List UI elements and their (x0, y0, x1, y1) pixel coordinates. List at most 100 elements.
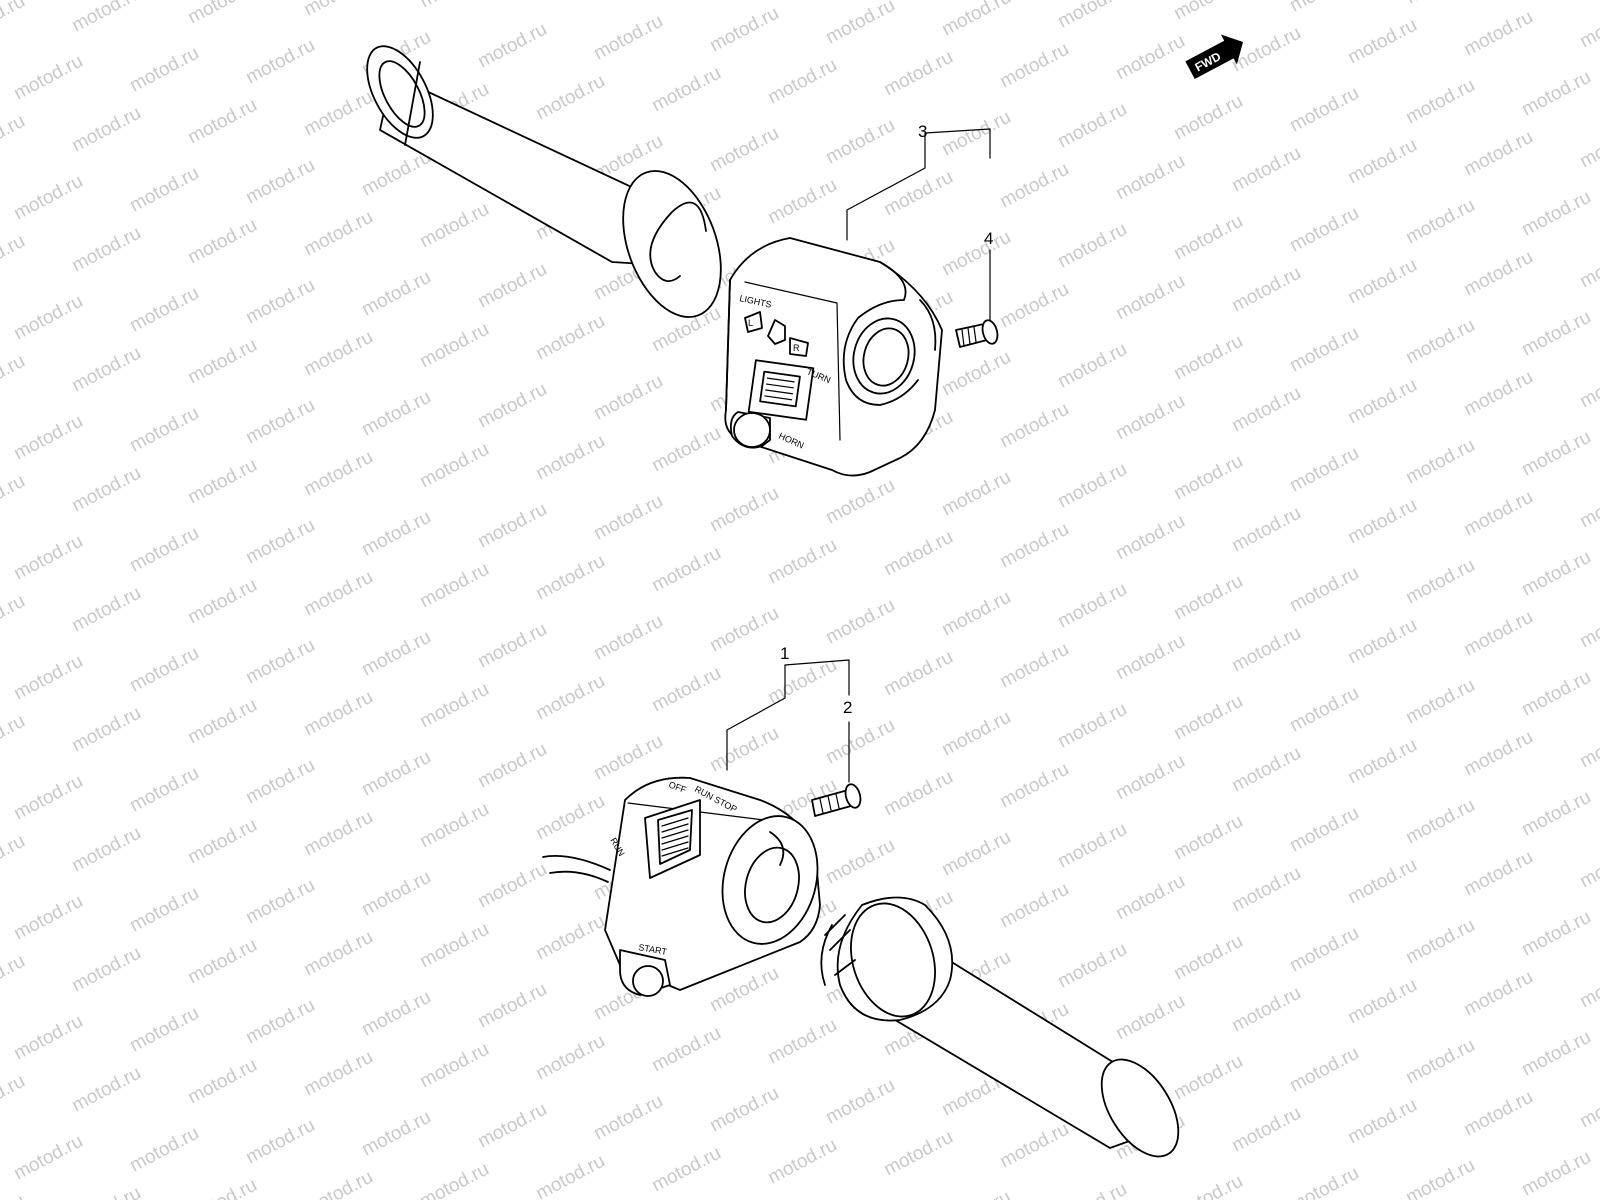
watermark-text: motod.ru (416, 1159, 492, 1200)
watermark-text: motod.ru (764, 1135, 840, 1189)
watermark-text: motod.ru (300, 927, 376, 981)
watermark-text: motod.ru (1460, 1087, 1536, 1141)
watermark-text: motod.ru (358, 1107, 434, 1161)
watermark-text: motod.ru (474, 859, 550, 913)
watermark-text: motod.ru (1576, 119, 1600, 173)
watermark-text: motod.ru (474, 19, 550, 73)
watermark-text: motod.ru (1402, 795, 1478, 849)
watermark-text: motod.ru (1286, 83, 1362, 137)
watermark-text: motod.ru (706, 123, 782, 177)
watermark-text: motod.ru (1576, 959, 1600, 1013)
throttle-grip (820, 896, 1180, 1158)
watermark-text: motod.ru (10, 651, 86, 705)
watermark-text: motod.ru (1402, 1155, 1478, 1200)
watermark-text: motod.ru (184, 0, 260, 28)
watermark-text: motod.ru (68, 1063, 144, 1117)
watermark-text: motod.ru (1402, 75, 1478, 129)
watermark-text: motod.ru (1112, 271, 1188, 325)
watermark-text: motod.ru (1460, 7, 1536, 61)
watermark-text: motod.ru (1286, 803, 1362, 857)
watermark-text: motod.ru (880, 1127, 956, 1181)
watermark-text: motod.ru (1286, 0, 1362, 16)
left-switch-housing: L R LIGHTS TURN HORN (724, 237, 943, 477)
watermark-text: motod.ru (1228, 983, 1304, 1037)
watermark-text: motod.ru (1170, 691, 1246, 745)
watermark-text: motod.ru (300, 687, 376, 741)
watermark-text: motod.ru (938, 0, 1014, 40)
watermark-text: motod.ru (938, 707, 1014, 761)
watermark-text: motod.ru (10, 531, 86, 585)
watermark-text: motod.ru (1112, 151, 1188, 205)
watermark-text: motod.ru (358, 267, 434, 321)
watermark-text: motod.ru (242, 275, 318, 329)
watermark-text: motod.ru (1170, 811, 1246, 865)
watermark-text: motod.ru (1460, 367, 1536, 421)
watermark-text: motod.ru (358, 507, 434, 561)
watermark-text: motod.ru (938, 467, 1014, 521)
watermark-text: motod.ru (648, 1143, 724, 1197)
watermark-text: motod.ru (1344, 735, 1420, 789)
watermark-text: motod.ru (996, 39, 1072, 93)
watermark-text: motod.ru (358, 747, 434, 801)
watermark-text: motod.ru (474, 379, 550, 433)
watermark-text: motod.ru (10, 411, 86, 465)
watermark-text: motod.ru (68, 0, 144, 36)
watermark-text: motod.ru (1344, 1095, 1420, 1149)
watermark-text: motod.ru (648, 543, 724, 597)
watermark-text: motod.ru (1228, 1103, 1304, 1157)
watermark-text: motod.ru (1576, 239, 1600, 293)
watermark-text: motod.ru (996, 879, 1072, 933)
watermark-text: motod.ru (996, 639, 1072, 693)
watermark-text: motod.ru (68, 1183, 144, 1200)
watermark-text: motod.ru (938, 347, 1014, 401)
watermark-text: motod.ru (126, 43, 202, 97)
watermark-text: motod.ru (416, 319, 492, 373)
watermark-text: motod.ru (764, 175, 840, 229)
watermark-text: motod.ru (996, 759, 1072, 813)
watermark-text: motod.ru (0, 831, 29, 885)
watermark-text: motod.ru (184, 95, 260, 149)
watermark-text: motod.ru (416, 439, 492, 493)
watermark-text: motod.ru (416, 559, 492, 613)
watermark-text: motod.ru (1344, 855, 1420, 909)
watermark-text: motod.ru (822, 1075, 898, 1129)
watermark-text: motod.ru (474, 619, 550, 673)
watermark-text: motod.ru (1054, 1179, 1130, 1200)
watermark-text: motod.ru (532, 431, 608, 485)
watermark-text: motod.ru (1576, 1079, 1600, 1133)
watermark-text: motod.ru (532, 911, 608, 965)
watermark-text: motod.ru (242, 515, 318, 569)
watermark-text: motod.ru (300, 447, 376, 501)
watermark-text: motod.ru (1170, 91, 1246, 145)
watermark-text: motod.ru (1170, 211, 1246, 265)
watermark-text: motod.ru (416, 199, 492, 253)
watermark-text: motod.ru (10, 771, 86, 825)
watermark-text: motod.ru (996, 159, 1072, 213)
watermark-text: motod.ru (1228, 863, 1304, 917)
watermark-text: motod.ru (242, 755, 318, 809)
watermark-text: motod.ru (242, 1115, 318, 1169)
watermark-text: motod.ru (880, 767, 956, 821)
watermark-text: motod.ru (242, 995, 318, 1049)
watermark-text: motod.ru (1112, 511, 1188, 565)
watermark-text: motod.ru (68, 823, 144, 877)
watermark-text: motod.ru (532, 0, 608, 4)
watermark-text: motod.ru (1460, 607, 1536, 661)
watermark-text: motod.ru (938, 827, 1014, 881)
watermark-text: motod.ru (300, 567, 376, 621)
watermark-text: motod.ru (1170, 0, 1246, 24)
watermark-text: motod.ru (242, 35, 318, 89)
watermark-text: motod.ru (532, 71, 608, 125)
watermark-text: motod.ru (1460, 967, 1536, 1021)
watermark-text: motod.ru (938, 1187, 1014, 1200)
watermark-text: motod.ru (68, 223, 144, 277)
watermark-text: motod.ru (10, 891, 86, 945)
watermark-text: motod.ru (764, 1015, 840, 1069)
watermark-text: motod.ru (764, 655, 840, 709)
watermark-text: motod.ru (1112, 991, 1188, 1045)
watermark-text: motod.ru (1460, 127, 1536, 181)
watermark-text: motod.ru (10, 1011, 86, 1065)
watermark-text: motod.ru (1344, 15, 1420, 69)
watermark-text: motod.ru (1344, 375, 1420, 429)
